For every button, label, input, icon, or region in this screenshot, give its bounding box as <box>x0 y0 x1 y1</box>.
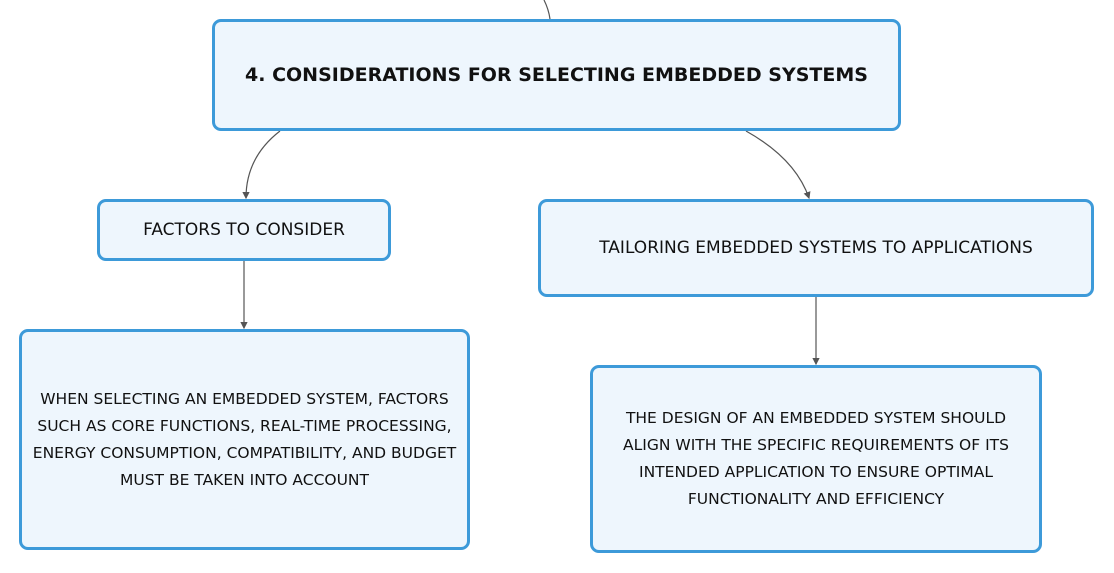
detail-text-factors: WHEN SELECTING AN EMBEDDED SYSTEM, FACTO… <box>32 389 457 489</box>
branch-label-tailoring: TAILORING EMBEDDED SYSTEMS TO APPLICATIO… <box>599 238 1033 258</box>
root-topic-node[interactable]: 4. CONSIDERATIONS FOR SELECTING EMBEDDED… <box>212 19 901 131</box>
connector-root-to-factors <box>242 130 281 200</box>
detail-node-tailoring[interactable]: THE DESIGN OF AN EMBEDDED SYSTEM SHOULD … <box>590 365 1042 553</box>
branch-label-factors: FACTORS TO CONSIDER <box>143 220 345 240</box>
root-topic-title: 4. CONSIDERATIONS FOR SELECTING EMBEDDED… <box>245 64 868 86</box>
connector-root-to-tailoring <box>745 130 811 200</box>
connector-parent-to-root <box>543 0 551 20</box>
detail-node-factors[interactable]: WHEN SELECTING AN EMBEDDED SYSTEM, FACTO… <box>19 329 470 550</box>
branch-node-factors[interactable]: FACTORS TO CONSIDER <box>97 199 391 261</box>
detail-text-tailoring: THE DESIGN OF AN EMBEDDED SYSTEM SHOULD … <box>623 409 1009 508</box>
branch-node-tailoring[interactable]: TAILORING EMBEDDED SYSTEMS TO APPLICATIO… <box>538 199 1094 297</box>
